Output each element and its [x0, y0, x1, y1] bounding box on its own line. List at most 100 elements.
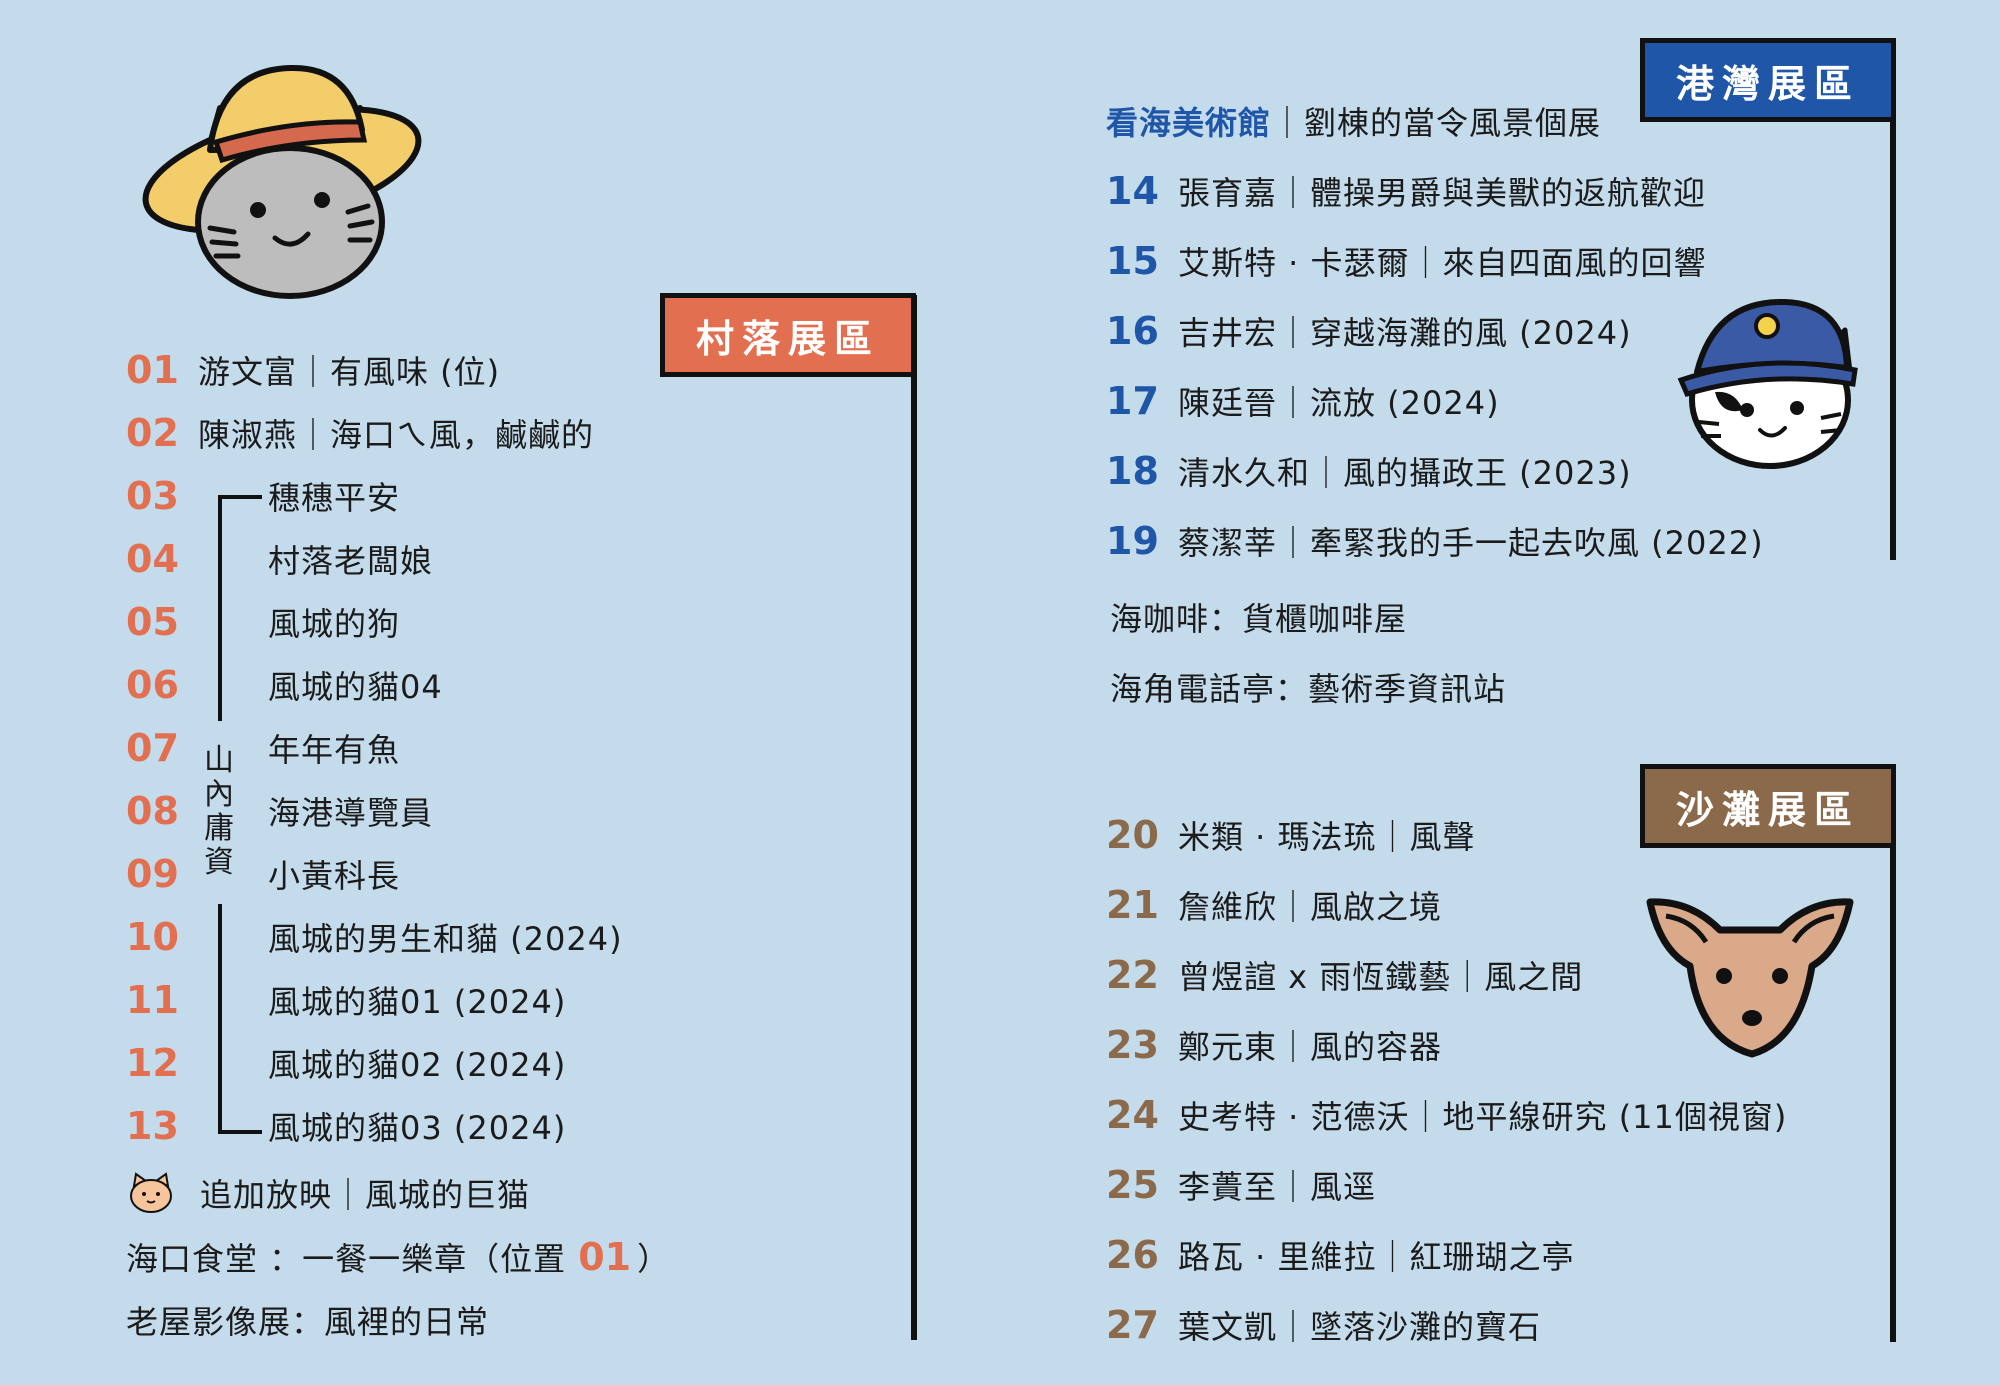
item-number: 05: [126, 600, 179, 644]
list-item: 07 年年有魚: [126, 725, 400, 771]
item-number: 25: [1106, 1163, 1159, 1207]
item-text: 米類 · 瑪法琉｜風聲: [1178, 818, 1476, 856]
item-text: 風城的貓02 (2024): [268, 1046, 567, 1084]
museum-name: 看海美術館: [1106, 104, 1272, 142]
list-item: 08 海港導覽員: [126, 788, 433, 834]
cafe-item: 海咖啡：貨櫃咖啡屋: [1110, 594, 1407, 640]
item-text: 風城的男生和貓 (2024): [268, 920, 623, 958]
item-text: 李蕢至｜風逕: [1178, 1168, 1377, 1206]
booth-item: 海角電話亭：藝術季資訊站: [1110, 664, 1506, 710]
list-item: 11 風城的貓01 (2024): [126, 977, 566, 1023]
list-item: 26 路瓦 · 里維拉｜紅珊瑚之亭: [1106, 1232, 1575, 1278]
list-item: 23 鄭元東｜風的容器: [1106, 1022, 1442, 1068]
food-label: 海口食堂 ：一餐一樂章（位置: [126, 1240, 567, 1278]
item-number: 03: [126, 474, 179, 518]
list-item: 21 詹維欣｜風啟之境: [1106, 882, 1442, 928]
item-text: 海港導覽員: [268, 794, 434, 832]
item-number: 07: [126, 726, 179, 770]
item-text: 曾煜諠 x 雨恆鐵藝｜風之間: [1178, 958, 1584, 996]
item-number: 02: [126, 411, 179, 455]
item-number: 24: [1106, 1093, 1159, 1137]
dog-icon: [1646, 898, 1854, 1058]
item-number: 20: [1106, 813, 1159, 857]
item-text: 風城的狗: [268, 605, 401, 643]
item-text: 村落老闆娘: [268, 542, 434, 580]
list-item: 25 李蕢至｜風逕: [1106, 1162, 1376, 1208]
item-number: 22: [1106, 953, 1159, 997]
item-text: 陳廷晉｜流放 (2024): [1178, 384, 1500, 422]
item-text: 游文富｜有風味 (位): [198, 353, 501, 391]
beach-flag-pole: [1890, 764, 1896, 1342]
item-number: 10: [126, 915, 179, 959]
item-number: 04: [126, 537, 179, 581]
item-number: 13: [126, 1104, 179, 1148]
list-item: 15 艾斯特 · 卡瑟爾｜來自四面風的回響: [1106, 238, 1707, 284]
cat-face-small-icon: [130, 1172, 172, 1213]
bonus-screening: 追加放映｜風城的巨猫: [200, 1170, 530, 1216]
artist-bracket-bottom: [218, 904, 262, 1134]
item-number: 18: [1106, 449, 1159, 493]
item-number: 09: [126, 852, 179, 896]
museum-text: ｜劉棟的當令風景個展: [1271, 104, 1602, 142]
list-item: 24 史考特 · 范德沃｜地平線研究 (11個視窗): [1106, 1092, 1787, 1138]
food-hall: 海口食堂 ：一餐一樂章（位置 01 ）: [126, 1234, 670, 1280]
item-text: 路瓦 · 里維拉｜紅珊瑚之亭: [1178, 1238, 1575, 1276]
list-item: 10 風城的男生和貓 (2024): [126, 914, 623, 960]
item-number: 26: [1106, 1233, 1159, 1277]
food-number: 01: [578, 1235, 632, 1279]
list-item: 04 村落老闆娘: [126, 536, 433, 582]
item-text: 小黃科長: [268, 857, 401, 895]
museum-item: 看海美術館 ｜劉棟的當令風景個展: [1106, 98, 1601, 144]
item-number: 12: [126, 1041, 179, 1085]
list-item: 27 葉文凱｜墜落沙灘的寶石: [1106, 1302, 1541, 1348]
beach-flag: 沙灘展區: [1640, 764, 1896, 848]
item-text: 吉井宏｜穿越海灘的風 (2024): [1178, 314, 1632, 352]
artist-bracket-top: [218, 495, 262, 721]
item-text: 風城的貓01 (2024): [268, 983, 567, 1021]
list-item: 05 風城的狗: [126, 599, 400, 645]
item-number: 17: [1106, 379, 1159, 423]
village-flag: 村落展區: [660, 293, 916, 377]
village-flag-pole: [911, 295, 917, 1340]
list-item: 02 陳淑燕｜海口ㄟ風，鹹鹹的: [126, 410, 594, 456]
list-item: 18 清水久和｜風的攝政王 (2023): [1106, 448, 1632, 494]
list-item: 20 米類 · 瑪法琉｜風聲: [1106, 812, 1476, 858]
village-title: 村落展區: [695, 316, 880, 361]
item-text: 風城的貓03 (2024): [268, 1109, 567, 1147]
item-number: 15: [1106, 239, 1159, 283]
bonus-text: 追加放映｜風城的巨猫: [200, 1176, 531, 1214]
item-text: 艾斯特 · 卡瑟爾｜來自四面風的回響: [1178, 244, 1707, 282]
item-text: 葉文凱｜墜落沙灘的寶石: [1178, 1308, 1542, 1346]
list-item: 12 風城的貓02 (2024): [126, 1040, 566, 1086]
harbor-flag: 港灣展區: [1640, 38, 1896, 122]
cat-police-cap-icon: [1677, 298, 1858, 469]
cat-with-straw-hat-icon: [142, 64, 422, 299]
list-item: 03 穗穗平安: [126, 473, 400, 519]
item-text: 清水久和｜風的攝政王 (2023): [1178, 454, 1632, 492]
list-item: 19 蔡潔莘｜牽緊我的手一起去吹風 (2022): [1106, 518, 1764, 564]
item-text: 風城的貓04: [268, 668, 443, 706]
item-number: 16: [1106, 309, 1159, 353]
list-item: 09 小黃科長: [126, 851, 400, 897]
item-number: 23: [1106, 1023, 1159, 1067]
beach-title: 沙灘展區: [1675, 787, 1860, 832]
item-number: 27: [1106, 1303, 1159, 1347]
item-text: 穗穗平安: [268, 479, 401, 517]
item-text: 蔡潔莘｜牽緊我的手一起去吹風 (2022): [1178, 524, 1764, 562]
item-text: 鄭元東｜風的容器: [1178, 1028, 1443, 1066]
item-text: 史考特 · 范德沃｜地平線研究 (11個視窗): [1178, 1098, 1788, 1136]
item-number: 21: [1106, 883, 1159, 927]
list-item: 17 陳廷晉｜流放 (2024): [1106, 378, 1500, 424]
harbor-flag-pole: [1890, 38, 1896, 560]
item-number: 01: [126, 348, 179, 392]
item-number: 06: [126, 663, 179, 707]
harbor-title: 港灣展區: [1675, 61, 1860, 106]
list-item: 06 風城的貓04: [126, 662, 443, 708]
item-number: 19: [1106, 519, 1159, 563]
cafe-text: 海咖啡：貨櫃咖啡屋: [1110, 600, 1408, 638]
booth-text: 海角電話亭：藝術季資訊站: [1110, 670, 1507, 708]
list-item: 14 張育嘉｜體操男爵與美獸的返航歡迎: [1106, 168, 1706, 214]
item-number: 08: [126, 789, 179, 833]
old-house-exhibit: 老屋影像展：風裡的日常: [126, 1297, 489, 1343]
item-number: 11: [126, 978, 179, 1022]
